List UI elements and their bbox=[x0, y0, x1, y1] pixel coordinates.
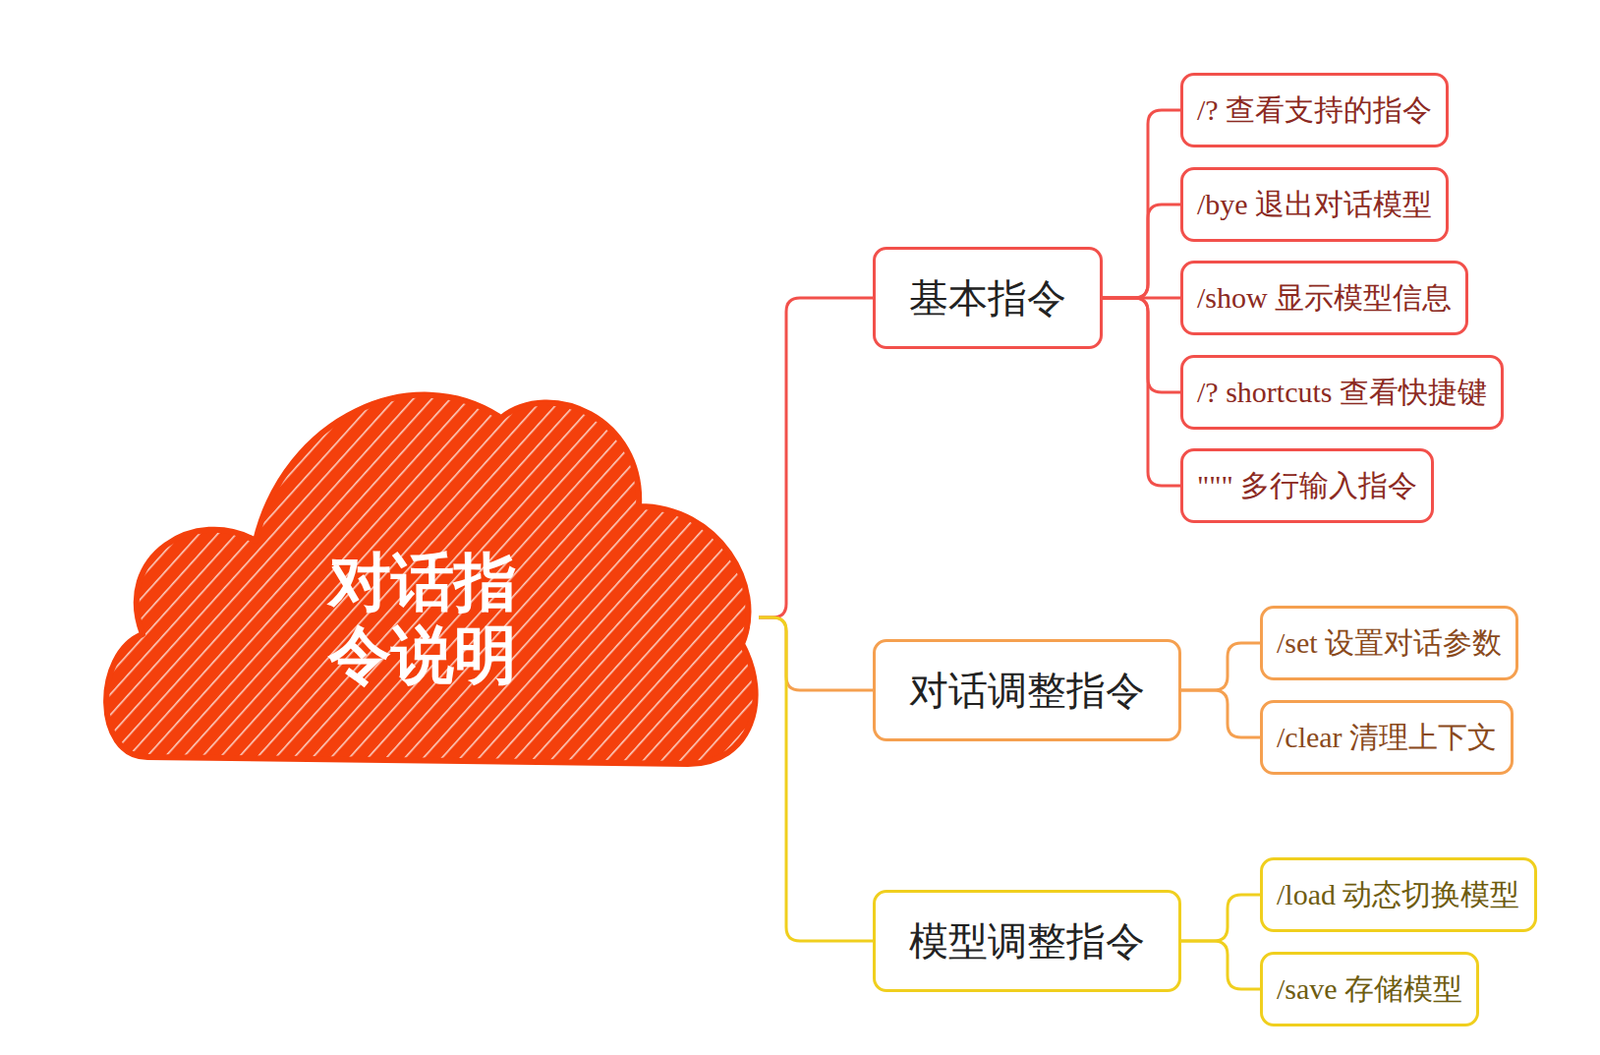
leaf-box: /? 查看支持的指令 bbox=[1180, 72, 1449, 148]
node-label: /? shortcuts 查看快捷键 bbox=[1197, 372, 1487, 413]
branch-connector bbox=[1181, 940, 1260, 989]
leaf-box: /save 存储模型 bbox=[1259, 951, 1480, 1027]
branch-box: 模型调整指令 bbox=[872, 889, 1182, 992]
branch-connector bbox=[1181, 642, 1260, 690]
node-label: """ 多行输入指令 bbox=[1197, 465, 1418, 507]
branch-box: 对话调整指令 bbox=[872, 638, 1182, 742]
branch-connector bbox=[1181, 894, 1260, 941]
node-label: 对话调整指令 bbox=[909, 663, 1145, 718]
node-label: /bye 退出对话模型 bbox=[1197, 184, 1432, 226]
node-label: /save 存储模型 bbox=[1276, 969, 1463, 1010]
root-title: 对话指令说明 bbox=[322, 546, 524, 691]
leaf-box: /? shortcuts 查看快捷键 bbox=[1180, 354, 1504, 430]
branch-connector bbox=[758, 617, 873, 690]
leaf-box: """ 多行输入指令 bbox=[1180, 448, 1434, 523]
leaf-box: /show 显示模型信息 bbox=[1180, 260, 1469, 336]
branch-connector bbox=[1102, 297, 1181, 393]
node-label: /? 查看支持的指令 bbox=[1197, 90, 1432, 131]
root-cloud: 对话指令说明 bbox=[88, 358, 767, 782]
branch-box: 基本指令 bbox=[872, 246, 1103, 349]
branch-connector bbox=[1102, 297, 1181, 486]
branch-connector bbox=[758, 617, 873, 941]
leaf-box: /load 动态切换模型 bbox=[1259, 857, 1538, 932]
branch-connector bbox=[1181, 689, 1260, 738]
node-label: /show 显示模型信息 bbox=[1197, 278, 1452, 319]
leaf-box: /clear 清理上下文 bbox=[1259, 699, 1514, 775]
node-label: /load 动态切换模型 bbox=[1276, 874, 1521, 915]
branch-connector bbox=[758, 297, 873, 618]
node-label: 基本指令 bbox=[909, 271, 1067, 326]
branch-connector bbox=[1102, 204, 1181, 298]
node-label: /clear 清理上下文 bbox=[1276, 717, 1497, 758]
leaf-box: /bye 退出对话模型 bbox=[1180, 167, 1449, 242]
leaf-box: /set 设置对话参数 bbox=[1259, 605, 1519, 681]
branch-connector bbox=[1102, 110, 1181, 298]
node-label: 模型调整指令 bbox=[909, 914, 1145, 969]
node-label: /set 设置对话参数 bbox=[1276, 623, 1502, 664]
